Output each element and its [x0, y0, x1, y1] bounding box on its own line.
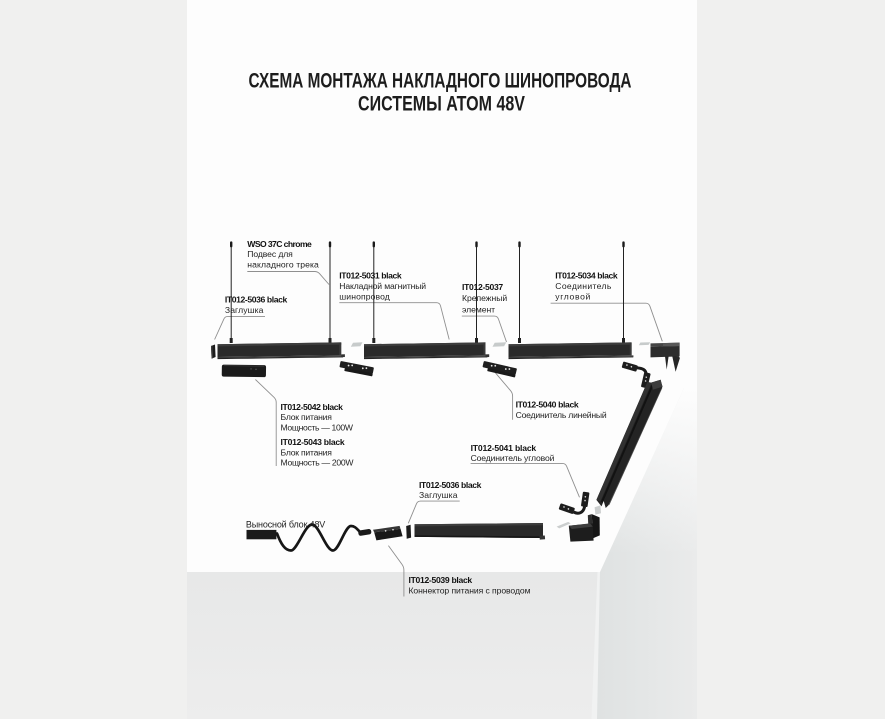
- svg-text:Соединитель линейный: Соединитель линейный: [516, 410, 607, 420]
- svg-text:Заглушка: Заглушка: [419, 490, 458, 500]
- svg-text:IT012-5031 black: IT012-5031 black: [339, 271, 402, 281]
- svg-text:Выносной блок 48V: Выносной блок 48V: [246, 519, 325, 529]
- svg-text:IT012-5037: IT012-5037: [462, 282, 503, 292]
- svg-text:Крепежный: Крепежный: [462, 293, 507, 303]
- svg-text:Мощность — 100W: Мощность — 100W: [281, 423, 354, 433]
- svg-text:IT012-5042 black: IT012-5042 black: [281, 402, 344, 412]
- svg-text:Соединитель: Соединитель: [555, 281, 612, 291]
- svg-text:накладного трека: накладного трека: [247, 259, 319, 269]
- svg-text:Соединитель угловой: Соединитель угловой: [471, 453, 555, 463]
- svg-text:элемент: элемент: [462, 304, 495, 314]
- svg-text:IT012-5036 black: IT012-5036 black: [225, 295, 288, 305]
- svg-text:СХЕМА МОНТАЖА НАКЛАДНОГО ШИНОП: СХЕМА МОНТАЖА НАКЛАДНОГО ШИНОПРОВОДА: [249, 68, 632, 92]
- svg-text:Накладной магнитный: Накладной магнитный: [339, 281, 426, 291]
- svg-text:шинопровод: шинопровод: [339, 292, 390, 302]
- svg-text:IT012-5039 black: IT012-5039 black: [409, 575, 473, 585]
- svg-text:IT012-5034 black: IT012-5034 black: [555, 271, 618, 281]
- svg-text:Блок питания: Блок питания: [281, 412, 333, 422]
- svg-text:IT012-5041 black: IT012-5041 black: [471, 443, 537, 453]
- svg-text:Коннектор питания с проводом: Коннектор питания с проводом: [409, 586, 531, 596]
- svg-text:Мощность — 200W: Мощность — 200W: [281, 458, 355, 468]
- svg-text:Блок питания: Блок питания: [281, 447, 333, 457]
- svg-text:СИСТЕМЫ ATOM 48V: СИСТЕМЫ ATOM 48V: [358, 92, 525, 116]
- svg-text:WSO 37C chrome: WSO 37C chrome: [247, 239, 312, 249]
- svg-text:IT012-5043 black: IT012-5043 black: [281, 437, 345, 447]
- svg-text:угловой: угловой: [555, 292, 590, 302]
- svg-text:IT012-5040 black: IT012-5040 black: [516, 400, 579, 410]
- svg-text:IT012-5036 black: IT012-5036 black: [419, 480, 482, 490]
- svg-text:Подвес для: Подвес для: [247, 249, 293, 259]
- svg-text:Заглушка: Заглушка: [225, 305, 264, 315]
